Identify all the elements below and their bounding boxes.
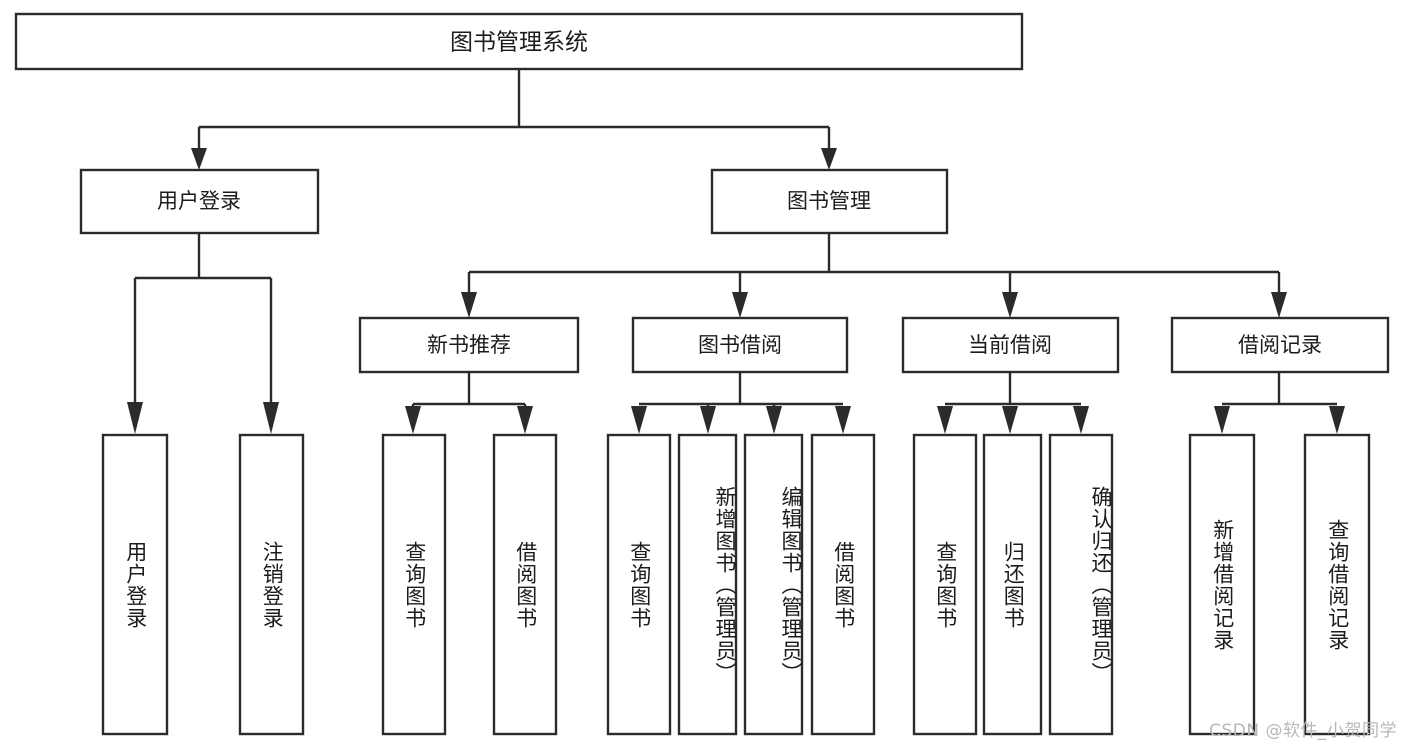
arrow-bookborrow-leaf-1 xyxy=(631,406,647,434)
arrow-bookborrow-leaf-4 xyxy=(835,406,851,434)
arrow-bookborrow-leaf-2 xyxy=(700,406,716,434)
arrow-newbook-leaf-2 xyxy=(517,406,533,434)
node-user-login-box[interactable] xyxy=(79,168,320,235)
arrow-bookborrow-leaf-3 xyxy=(766,406,782,434)
node-book-manage-label: 图书管理 xyxy=(787,189,871,213)
node-new-book-recommend-box[interactable] xyxy=(358,316,580,374)
node-user-login-label: 用户登录 xyxy=(157,189,241,213)
leaf-box-current-borrow-3[interactable] xyxy=(1048,433,1114,736)
arrow-currentborrow-leaf-2 xyxy=(1002,406,1018,434)
node-book-borrow-label: 图书借阅 xyxy=(698,333,782,357)
node-root-label: 图书管理系统 xyxy=(450,30,588,56)
node-book-borrow[interactable]: 图书借阅 xyxy=(631,316,849,374)
node-current-borrow-box[interactable] xyxy=(901,316,1120,374)
node-current-borrow[interactable]: 当前借阅 xyxy=(901,316,1120,374)
arrow-userlogin-leaf-1 xyxy=(127,402,143,434)
arrow-to-borrow-record xyxy=(1271,292,1287,318)
arrow-borrowrecord-leaf-1 xyxy=(1214,406,1230,434)
leaf-box-new-book-1[interactable] xyxy=(381,433,447,736)
leaf-box-book-borrow-4[interactable] xyxy=(810,433,876,736)
node-book-manage-box[interactable] xyxy=(710,168,949,235)
node-root[interactable]: 图书管理系统 xyxy=(14,12,1024,71)
leaf-box-book-borrow-1[interactable] xyxy=(606,433,672,736)
leaf-box-book-borrow-3[interactable] xyxy=(743,433,804,736)
node-current-borrow-label: 当前借阅 xyxy=(968,333,1052,357)
leaf-box-current-borrow-1[interactable] xyxy=(912,433,978,736)
arrow-to-user-login xyxy=(191,148,207,170)
node-borrow-record[interactable]: 借阅记录 xyxy=(1170,316,1390,374)
node-borrow-record-box[interactable] xyxy=(1170,316,1390,374)
arrow-to-book-borrow xyxy=(732,292,748,318)
leaf-box-new-book-2[interactable] xyxy=(492,433,558,736)
leaf-box-book-borrow-2[interactable] xyxy=(677,433,738,736)
node-new-book-recommend[interactable]: 新书推荐 xyxy=(358,316,580,374)
arrow-to-current-borrow xyxy=(1002,292,1018,318)
leaf-box-group xyxy=(101,433,1371,736)
arrow-userlogin-leaf-2 xyxy=(263,402,279,434)
csdn-watermark: CSDN @软件_小贺同学 xyxy=(1209,721,1397,741)
arrow-to-new-book xyxy=(461,292,477,318)
leaf-box-user-login-2[interactable] xyxy=(238,433,305,736)
arrow-currentborrow-leaf-1 xyxy=(937,406,953,434)
node-borrow-record-label: 借阅记录 xyxy=(1238,333,1322,357)
leaf-box-borrow-record-2[interactable] xyxy=(1303,433,1371,736)
connector-group xyxy=(127,69,1345,434)
arrow-to-book-manage xyxy=(821,148,837,170)
leaf-box-current-borrow-2[interactable] xyxy=(982,433,1043,736)
node-new-book-recommend-label: 新书推荐 xyxy=(427,333,511,357)
arrow-currentborrow-leaf-3 xyxy=(1073,406,1089,434)
leaf-box-borrow-record-1[interactable] xyxy=(1188,433,1256,736)
node-book-borrow-box[interactable] xyxy=(631,316,849,374)
node-user-login[interactable]: 用户登录 xyxy=(79,168,320,235)
leaf-box-user-login-1[interactable] xyxy=(101,433,169,736)
node-root-box[interactable] xyxy=(14,12,1024,71)
arrow-newbook-leaf-1 xyxy=(405,406,421,434)
node-book-manage[interactable]: 图书管理 xyxy=(710,168,949,235)
arrow-borrowrecord-leaf-2 xyxy=(1329,406,1345,434)
